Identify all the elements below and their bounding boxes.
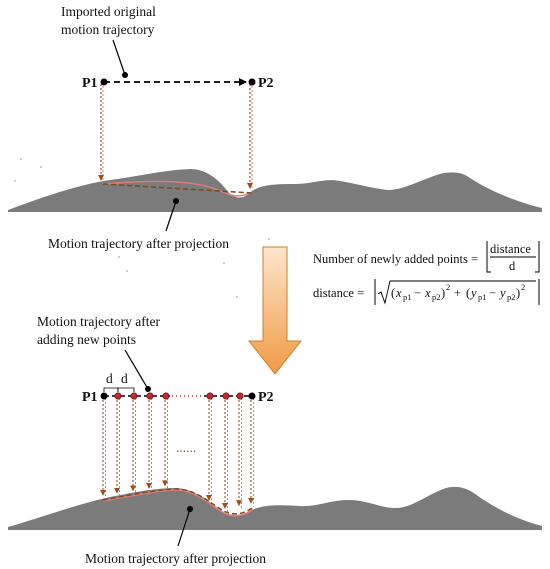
label-p2-bottom: P2 [258, 390, 274, 405]
label-added-line1: Motion trajectory after [37, 314, 160, 329]
spacing-bracket-1 [103, 387, 119, 392]
spacing-bracket-2 [117, 387, 135, 392]
formula-minus-1: − [414, 286, 421, 300]
label-d-1: d [106, 371, 113, 386]
label-imported-line1: Imported original [61, 4, 156, 19]
formula-y2: y [498, 286, 506, 300]
label-p1-bottom: P1 [82, 390, 98, 405]
formula-y1: y [469, 286, 477, 300]
formula-sq-2: 2 [521, 282, 525, 292]
formula-x2-sub: p2 [432, 292, 441, 302]
label-added-line2: adding new points [37, 332, 136, 347]
faint-marks [14, 158, 270, 298]
terrain-top [8, 169, 542, 212]
added-point-1 [130, 392, 138, 400]
leader-dot-imported [122, 72, 128, 78]
formula-count-text: Number of newly added points = [313, 252, 478, 266]
projected-trajectory-straight [102, 183, 253, 194]
formula-numerator: distance [490, 242, 531, 256]
point-p1-bottom [100, 392, 108, 400]
floor-bracket-left [486, 241, 491, 273]
formula-paren-close-1: ) [441, 286, 445, 300]
formula-denominator: d [509, 259, 516, 273]
added-point-3 [162, 392, 170, 400]
added-point-4 [206, 392, 214, 400]
formula-panel: Number of newly added points = distance … [313, 241, 540, 305]
formula-x2: x [424, 286, 431, 300]
formula-plus: + [454, 286, 461, 300]
formula-y2-sub: p2 [507, 292, 516, 302]
formula-y1-sub: p1 [478, 292, 487, 302]
formula-x1-sub: p1 [403, 292, 412, 302]
added-point-6 [236, 392, 244, 400]
leader-added [124, 349, 149, 390]
point-p1-top [100, 78, 108, 86]
added-point-0 [114, 392, 122, 400]
transition-arrow [247, 246, 303, 375]
terrain-bottom [8, 486, 542, 530]
formula-paren-open-2: ( [466, 286, 470, 300]
projected-trajectory-bottom-pink [102, 489, 254, 517]
top-panel: P1 P2 Imported original motion trajector… [8, 4, 542, 251]
added-point-2 [146, 392, 154, 400]
label-proj-top: Motion trajectory after projection [48, 236, 229, 251]
added-points [114, 392, 244, 400]
label-imported-line2: motion trajectory [61, 22, 155, 37]
sqrt-sign [377, 280, 536, 305]
formula-minus-2: − [489, 286, 496, 300]
projection-arrows-bottom [100, 398, 254, 512]
leader-imported [112, 39, 126, 76]
leader-proj-top [165, 200, 177, 232]
label-p1-top: P1 [82, 76, 98, 91]
label-proj-bottom: Motion trajectory after projection [85, 551, 266, 566]
ellipsis-middle: ...... [176, 440, 196, 455]
leader-dot-added [145, 386, 151, 392]
point-p2-top [248, 78, 256, 86]
formula-x1: x [395, 286, 402, 300]
label-p2-top: P2 [258, 76, 274, 91]
floor-bracket-right [535, 241, 540, 273]
bottom-panel: P1 P2 d d ...... Motion trajectory after… [8, 314, 542, 566]
leader-proj-bottom [177, 508, 191, 547]
projected-trajectory-pink [102, 180, 253, 197]
point-p2-bottom [248, 392, 256, 400]
formula-paren-close-2: ) [516, 286, 520, 300]
formula-sq-1: 2 [446, 282, 450, 292]
formula-dist-text: distance = [313, 286, 364, 300]
formula-paren-open-1: ( [391, 286, 395, 300]
added-point-5 [222, 392, 230, 400]
projected-trajectory-bottom-dashed [102, 488, 254, 515]
label-d-2: d [121, 371, 128, 386]
